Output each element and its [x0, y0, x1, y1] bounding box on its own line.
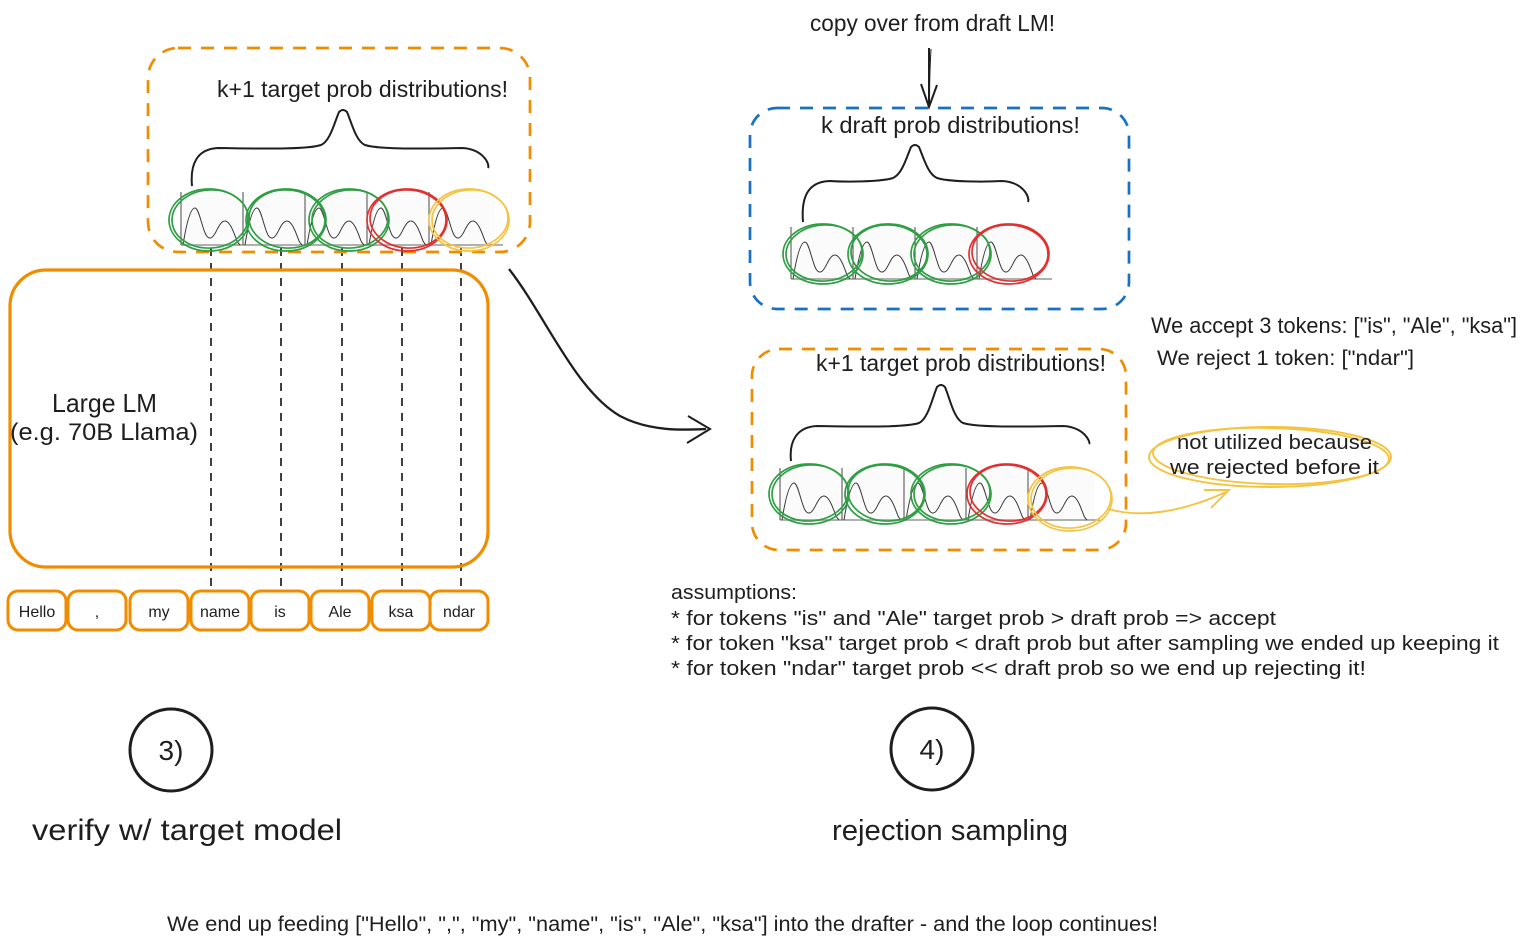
svg-text:* for token "ndar" target prob: * for token "ndar" target prob << draft …: [671, 658, 1366, 680]
svg-text:4): 4): [920, 734, 945, 765]
svg-text:Hello: Hello: [19, 604, 56, 621]
svg-text:assumptions:: assumptions:: [671, 582, 797, 604]
svg-text:k+1 target prob distributions!: k+1 target prob distributions!: [816, 350, 1106, 376]
svg-text:We accept 3 tokens: ["is", "Al: We accept 3 tokens: ["is", "Ale", "ksa"]: [1151, 313, 1517, 338]
svg-text:rejection sampling: rejection sampling: [832, 815, 1068, 847]
svg-text:k draft prob distributions!: k draft prob distributions!: [821, 112, 1080, 138]
svg-text:* for token "ksa" target prob: * for token "ksa" target prob < draft pr…: [671, 633, 1499, 655]
svg-text:my: my: [148, 604, 169, 621]
svg-text:not utilized because: not utilized because: [1177, 432, 1372, 454]
svg-text:is: is: [274, 604, 286, 621]
svg-text:ksa: ksa: [389, 604, 414, 621]
svg-text:We reject 1 token: ["ndar"]: We reject 1 token: ["ndar"]: [1157, 347, 1414, 370]
svg-text:name: name: [200, 604, 240, 621]
svg-text:3): 3): [159, 735, 184, 766]
svg-text:,: ,: [95, 604, 99, 621]
svg-text:verify w/ target model: verify w/ target model: [32, 814, 342, 847]
svg-text:copy over from draft LM!: copy over from draft LM!: [810, 10, 1055, 36]
svg-text:k+1 target prob distributions!: k+1 target prob distributions!: [217, 76, 508, 102]
svg-text:Ale: Ale: [328, 604, 351, 621]
svg-text:Large LM: Large LM: [52, 388, 157, 418]
svg-text:(e.g. 70B Llama): (e.g. 70B Llama): [10, 419, 198, 446]
svg-text:ndar: ndar: [443, 604, 476, 621]
svg-text:* for tokens "is" and "Ale" ta: * for tokens "is" and "Ale" target prob …: [671, 608, 1277, 630]
svg-text:We end up feeding ["Hello", ",: We end up feeding ["Hello", ",", "my", "…: [167, 913, 1158, 936]
svg-text:we rejected before it: we rejected before it: [1169, 457, 1380, 479]
